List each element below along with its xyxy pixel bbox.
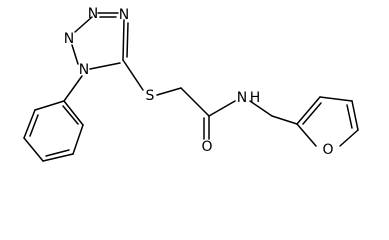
bond-c5-n4: [122, 19, 125, 61]
bond-ph4-ph5-inner: [45, 149, 70, 157]
bond-n-ch2: [249, 100, 273, 117]
atom-n-tetrazole-3: N: [88, 6, 98, 22]
bond-n3-n2: [74, 16, 93, 33]
atom-n-tetrazole-4: N: [119, 7, 129, 23]
structure-diagram: N N N N S N H O O: [23, 6, 359, 162]
bond-furan-c5-o: [339, 129, 359, 147]
bond-ch2-furan: [271, 115, 298, 125]
bond-n1-c5: [89, 62, 121, 70]
bond-c5-n4-double: [126, 22, 129, 58]
bond-n1-phenyl: [63, 75, 83, 102]
atom-labels: N N N N S N H O O: [64, 6, 334, 158]
bond-lines: [23, 12, 359, 162]
atom-n-tetrazole-1: N: [79, 62, 89, 78]
bond-furan-c2-c3-inner: [302, 102, 322, 125]
atom-o-carbonyl: O: [201, 139, 212, 155]
bond-ph3-ph4: [23, 137, 44, 162]
bond-n2-n1: [71, 44, 79, 65]
bond-ch2-carbonyl: [180, 87, 210, 117]
atom-n-tetrazole-2: N: [64, 31, 74, 47]
bond-ph4-ph5: [42, 153, 74, 162]
bond-s-ch2: [156, 87, 182, 96]
bond-furan-c3-c4: [319, 96, 353, 102]
atom-n-amide: N: [237, 90, 247, 106]
bond-furan-c4-c5: [351, 100, 359, 131]
bond-ph6-ph1: [63, 100, 84, 126]
atom-o-furan: O: [322, 142, 333, 158]
atom-s-thioether: S: [146, 88, 155, 104]
bond-ph5-ph6: [72, 124, 84, 155]
bond-ph6-ph1-inner: [62, 105, 79, 125]
bond-ph2-ph3: [23, 109, 36, 139]
bond-furan-o-c2: [296, 123, 317, 147]
bond-furan-c2-c3: [296, 96, 321, 125]
atom-h-amide: H: [250, 90, 261, 106]
bond-furan-c4-c5-inner: [346, 104, 353, 129]
bond-carbonyl-n: [208, 100, 236, 117]
bond-ph1-ph2: [34, 100, 65, 111]
bond-ph2-ph3-inner: [29, 114, 39, 137]
bond-c5-s: [122, 59, 144, 91]
